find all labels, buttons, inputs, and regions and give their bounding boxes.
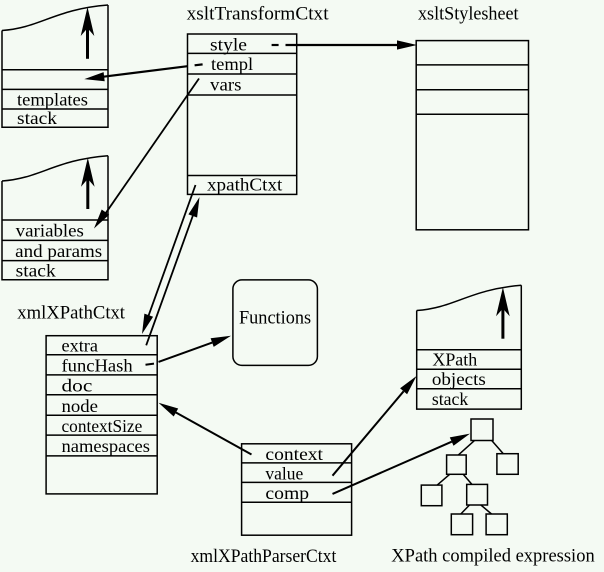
svg-text:Functions: Functions [239, 308, 311, 329]
svg-text:namespaces: namespaces [62, 436, 151, 456]
svg-text:variables: variables [16, 221, 84, 241]
svg-text:xsltStylesheet: xsltStylesheet [418, 4, 519, 25]
svg-text:xmlXPathParserCtxt: xmlXPathParserCtxt [191, 546, 337, 567]
svg-text:xsltTransformCtxt: xsltTransformCtxt [187, 4, 330, 25]
svg-text:stack: stack [432, 389, 468, 409]
svg-text:and params: and params [15, 241, 102, 261]
svg-text:XPath compiled expression: XPath compiled expression [391, 546, 595, 567]
svg-text:xpathCtxt: xpathCtxt [207, 175, 282, 195]
svg-text:funcHash: funcHash [62, 356, 133, 376]
svg-text:style: style [210, 34, 247, 54]
svg-text:context: context [265, 444, 323, 464]
svg-text:stack: stack [16, 260, 56, 280]
svg-text:templ: templ [211, 54, 253, 74]
svg-text:value: value [265, 463, 303, 483]
svg-text:node: node [62, 396, 99, 416]
svg-text:vars: vars [210, 74, 242, 94]
svg-text:xmlXPathCtxt: xmlXPathCtxt [17, 303, 125, 324]
svg-text:templates: templates [17, 90, 88, 110]
svg-text:comp: comp [265, 483, 309, 503]
svg-text:extra: extra [62, 336, 99, 356]
svg-text:XPath: XPath [432, 350, 477, 370]
svg-text:doc: doc [62, 376, 93, 396]
svg-text:contextSize: contextSize [62, 416, 143, 436]
svg-text:objects: objects [432, 369, 486, 389]
svg-text:stack: stack [17, 108, 57, 128]
